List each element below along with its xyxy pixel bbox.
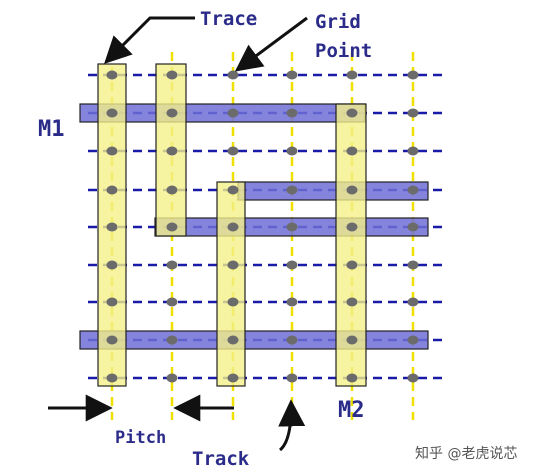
m2-wire bbox=[97, 63, 127, 387]
track-arrow bbox=[278, 399, 306, 452]
grid-point bbox=[346, 335, 358, 345]
grid-point bbox=[227, 373, 239, 383]
grid-point bbox=[106, 373, 118, 383]
grid-point bbox=[106, 185, 118, 195]
grid-point bbox=[106, 146, 118, 156]
grid-point-label-line2: Point bbox=[315, 40, 372, 62]
grid-point bbox=[227, 260, 239, 270]
grid-point bbox=[407, 373, 419, 383]
grid-point bbox=[407, 185, 419, 195]
m2-wire bbox=[216, 181, 246, 387]
grid-point bbox=[106, 335, 118, 345]
grid-point bbox=[166, 373, 178, 383]
grid-point bbox=[106, 108, 118, 118]
grid-point bbox=[407, 260, 419, 270]
grid-point bbox=[407, 146, 419, 156]
grid-point bbox=[407, 70, 419, 80]
grid-point bbox=[346, 222, 358, 232]
grid-point-arrow bbox=[234, 16, 308, 72]
grid-point bbox=[166, 297, 178, 307]
grid-point bbox=[227, 297, 239, 307]
trace-label: Trace bbox=[200, 8, 257, 30]
grid-point bbox=[286, 297, 298, 307]
grid-point bbox=[346, 146, 358, 156]
watermark: 知乎 @老虎说芯 bbox=[415, 445, 517, 462]
m2-label: M2 bbox=[338, 398, 365, 423]
grid-point bbox=[166, 108, 178, 118]
grid-point bbox=[286, 146, 298, 156]
grid-point-label-line1: Grid bbox=[315, 11, 361, 33]
grid-point bbox=[286, 373, 298, 383]
grid-point bbox=[346, 185, 358, 195]
grid-point bbox=[227, 70, 239, 80]
grid-point bbox=[346, 373, 358, 383]
grid-point bbox=[166, 335, 178, 345]
m1-wire bbox=[79, 330, 429, 350]
grid-point bbox=[106, 260, 118, 270]
grid-point bbox=[346, 260, 358, 270]
grid-point bbox=[166, 222, 178, 232]
m1-wires bbox=[79, 103, 429, 350]
m1-label: M1 bbox=[38, 117, 65, 142]
grid-point bbox=[407, 297, 419, 307]
grid-point bbox=[166, 260, 178, 270]
track-label: Track bbox=[192, 448, 250, 470]
grid-point bbox=[286, 108, 298, 118]
grid-point bbox=[407, 222, 419, 232]
grid-point bbox=[166, 146, 178, 156]
grid-point bbox=[227, 108, 239, 118]
grid-point bbox=[346, 70, 358, 80]
grid-point bbox=[286, 335, 298, 345]
grid-point bbox=[407, 108, 419, 118]
grid-point bbox=[106, 297, 118, 307]
arrows bbox=[48, 16, 308, 452]
grid-point bbox=[286, 185, 298, 195]
trace-arrow bbox=[104, 16, 195, 64]
grid-point bbox=[346, 108, 358, 118]
grid-point bbox=[407, 335, 419, 345]
m2-wires bbox=[97, 63, 367, 387]
grid-point bbox=[166, 185, 178, 195]
grid-point bbox=[166, 70, 178, 80]
grid-point bbox=[106, 70, 118, 80]
m1-wire bbox=[237, 181, 429, 201]
grid-point bbox=[286, 260, 298, 270]
grid-point bbox=[286, 222, 298, 232]
grid-point bbox=[346, 297, 358, 307]
grid-point bbox=[227, 335, 239, 345]
grid-points bbox=[106, 70, 419, 383]
grid-point bbox=[286, 70, 298, 80]
grid-point bbox=[106, 222, 118, 232]
grid-point bbox=[227, 146, 239, 156]
grid-point bbox=[227, 222, 239, 232]
grid-point bbox=[227, 185, 239, 195]
pitch-label: Pitch bbox=[115, 428, 166, 448]
